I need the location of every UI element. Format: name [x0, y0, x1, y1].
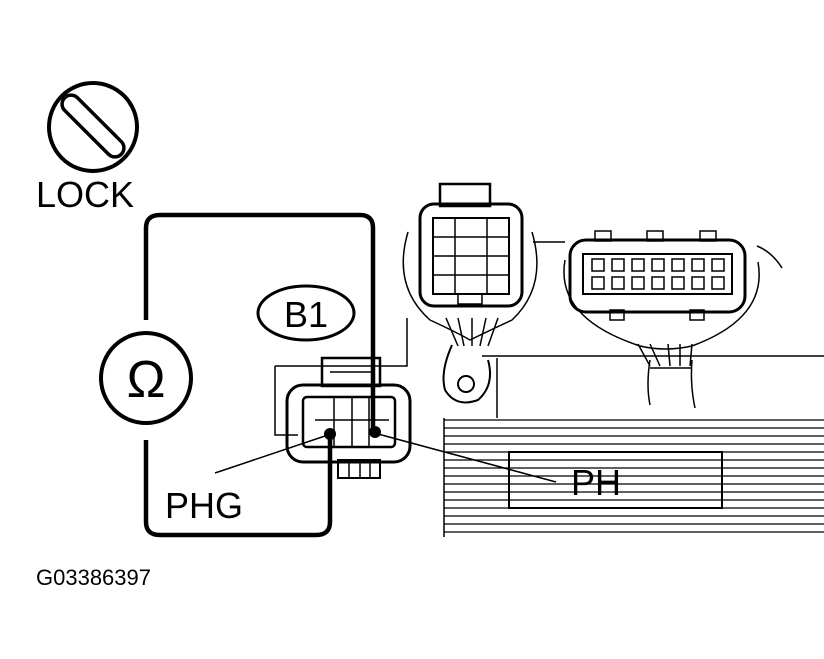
- connector-id-ellipse: [256, 284, 356, 342]
- connector-right-outline: [563, 259, 760, 350]
- lock-label: LOCK: [36, 174, 134, 215]
- connector-middle: [402, 182, 538, 404]
- phg-leader-line: [214, 435, 326, 474]
- cooling-fins: [444, 419, 824, 533]
- ohmmeter-leads: [143, 212, 376, 538]
- ph-leader-line: [377, 433, 557, 483]
- ohmmeter-icon: [99, 331, 193, 425]
- sensor-bracket: [274, 318, 408, 436]
- terminal-label-phg: PHG: [165, 485, 243, 526]
- module-label-plate: [508, 451, 723, 509]
- connector-b1-latch: [320, 356, 382, 388]
- connector-id-label: B1: [284, 294, 328, 335]
- ohm-symbol: Ω: [127, 351, 166, 409]
- bolt-hole-icon: [457, 375, 475, 393]
- terminal-phg-probe: [324, 428, 336, 440]
- connector-right-housing: [568, 238, 747, 314]
- connector-middle-housing: [418, 202, 524, 308]
- module-case: [443, 241, 824, 537]
- ohmmeter: Ω: [99, 331, 193, 425]
- lead-top: [143, 212, 376, 433]
- wire-harness: [637, 343, 696, 409]
- figure-code: G03386397: [36, 565, 151, 590]
- ignition-lock-symbol: [47, 81, 139, 173]
- terminal-label-ph: PH: [571, 462, 621, 503]
- module-outline: [443, 241, 824, 537]
- connector-middle-tab: [438, 182, 492, 208]
- connector-right: [563, 230, 783, 409]
- connector-middle-outline: [402, 231, 538, 341]
- connector-b1-face: [301, 395, 397, 449]
- bracket-arm: [442, 344, 491, 404]
- terminal-ph-probe: [369, 426, 381, 438]
- ignition-switch-icon: [47, 81, 139, 173]
- key-slot-icon: [60, 93, 126, 159]
- connector-b1: [285, 356, 412, 479]
- lead-bottom: [143, 437, 333, 538]
- connector-b1-lock-tab: [337, 459, 381, 479]
